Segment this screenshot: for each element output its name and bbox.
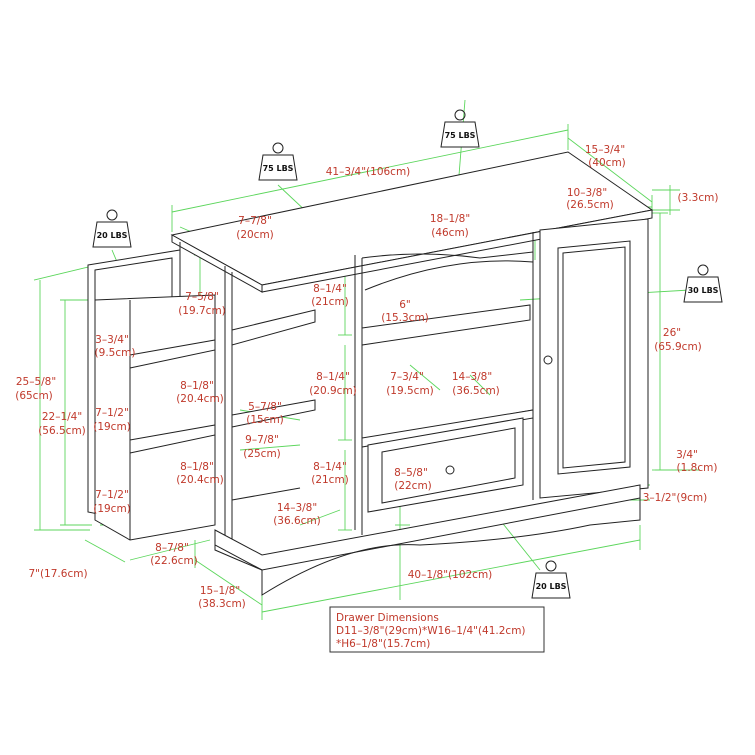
dim-center-top-in: 8–1/4" <box>313 283 347 295</box>
dim-inset-cm: (20cm) <box>236 229 274 241</box>
dim-door-shelf-in: 3–3/4" <box>95 334 129 346</box>
dim-left-shelf-w-cm: (25cm) <box>243 448 281 460</box>
dim-drawer-h-in: 8–5/8" <box>394 467 428 479</box>
tv-stand-outline <box>87 151 654 596</box>
dim-left-shelf-d-cm: (15cm) <box>246 414 284 426</box>
dim-left-floor-d-in: 14–3/8" <box>277 502 317 514</box>
dim-door-depth-cm: (22.6cm) <box>150 555 198 567</box>
dim-base-depth-cm: (38.3cm) <box>198 598 246 610</box>
weight-label-right-shelf: 30 LBS <box>688 286 719 295</box>
drawer-box-title: Drawer Dimensions <box>336 612 439 624</box>
weight-icon-top-center: 75 LBS <box>440 109 480 148</box>
dim-overall-height-in: 26" <box>663 327 681 339</box>
dim-center-shelf-d-cm: (19.5cm) <box>386 385 434 397</box>
dim-top-depth-cm: (40cm) <box>588 157 626 169</box>
dim-shelf-gap-in: 6" <box>399 299 411 311</box>
dim-door-gap2-in: 7–1/2" <box>95 489 129 501</box>
dim-left-gap1-cm: (20.4cm) <box>176 393 224 405</box>
weight-icon-right-shelf: 30 LBS <box>683 264 723 303</box>
dim-center-width-in: 18–1/8" <box>430 213 470 225</box>
dim-top-thick-cm: (3.3cm) <box>678 192 719 204</box>
dim-open-height-cm: (65cm) <box>15 390 53 402</box>
dim-door-width-in: 10–3/8" <box>567 187 607 199</box>
dim-center-bot-in: 8–1/4" <box>313 461 347 473</box>
dim-door-gap1-cm: (19cm) <box>93 421 131 433</box>
dim-door-width-cm: (26.5cm) <box>566 199 614 211</box>
dimension-labels: 15–3/4" (40cm) 41–3/4"(106cm) 10–3/8" (2… <box>15 144 718 610</box>
weight-icon-left-shelf: 20 LBS <box>92 209 132 248</box>
drawer-box-line1: D11–3/8"(29cm)*W16–1/4"(41.2cm) <box>336 625 526 637</box>
dim-center-width-cm: (46cm) <box>431 227 469 239</box>
dim-center-shelf-w-in: 14–3/8" <box>452 371 492 383</box>
dim-center-mid-cm: (20.9cm) <box>309 385 357 397</box>
dim-door-gap1-in: 7–1/2" <box>95 407 129 419</box>
dim-foot-h-in: 3/4" <box>676 449 698 461</box>
dim-inset-in: 7–7/8" <box>238 215 272 227</box>
weight-label-top-left: 75 LBS <box>263 164 294 173</box>
dim-center-shelf-d-in: 7–3/4" <box>390 371 424 383</box>
weight-label-left-shelf: 20 LBS <box>97 231 128 240</box>
dim-shelf-gap-cm: (15.3cm) <box>381 312 429 324</box>
dim-left-shelf-w-in: 9–7/8" <box>245 434 279 446</box>
dim-base-h: 3–1/2"(9cm) <box>643 492 708 504</box>
dim-base-depth-in: 15–1/8" <box>200 585 240 597</box>
drawer-dimensions-box: Drawer Dimensions D11–3/8"(29cm)*W16–1/4… <box>329 606 545 653</box>
dim-side-depth: 7"(17.6cm) <box>28 568 87 580</box>
dim-center-bot-cm: (21cm) <box>311 474 349 486</box>
dim-left-gap2-in: 8–1/8" <box>180 461 214 473</box>
dim-left-depth-cm: (19.7cm) <box>178 305 226 317</box>
dim-left-depth-in: 7–5/8" <box>185 291 219 303</box>
weight-label-top-center: 75 LBS <box>445 131 476 140</box>
dim-left-gap1-in: 8–1/8" <box>180 380 214 392</box>
drawer-box-line2: *H6–1/8"(15.7cm) <box>336 638 430 650</box>
dim-door-inner-in: 22–1/4" <box>42 411 82 423</box>
dim-center-mid-in: 8–1/4" <box>316 371 350 383</box>
dim-drawer-h-cm: (22cm) <box>394 480 432 492</box>
dim-bottom-width: 40–1/8"(102cm) <box>408 569 493 581</box>
dim-door-gap2-cm: (19cm) <box>93 503 131 515</box>
dim-center-shelf-w-cm: (36.5cm) <box>452 385 500 397</box>
dim-center-top-cm: (21cm) <box>311 296 349 308</box>
dim-door-shelf-cm: (9.5cm) <box>95 347 136 359</box>
weight-icon-top-left: 75 LBS <box>258 142 298 181</box>
dim-overall-height-cm: (65.9cm) <box>654 341 702 353</box>
dim-top-width: 41–3/4"(106cm) <box>326 166 411 178</box>
dim-left-shelf-d-in: 5–7/8" <box>248 401 282 413</box>
dim-top-depth-in: 15–3/4" <box>585 144 625 156</box>
dim-left-floor-d-cm: (36.6cm) <box>273 515 321 527</box>
weight-icon-drawer: 20 LBS <box>531 560 571 599</box>
dim-open-height-in: 25–5/8" <box>16 376 56 388</box>
dim-left-gap2-cm: (20.4cm) <box>176 474 224 486</box>
dim-foot-h-cm: (1.8cm) <box>677 462 718 474</box>
dim-door-depth-in: 8–7/8" <box>155 542 189 554</box>
weight-label-drawer: 20 LBS <box>536 582 567 591</box>
dim-door-inner-cm: (56.5cm) <box>38 425 86 437</box>
